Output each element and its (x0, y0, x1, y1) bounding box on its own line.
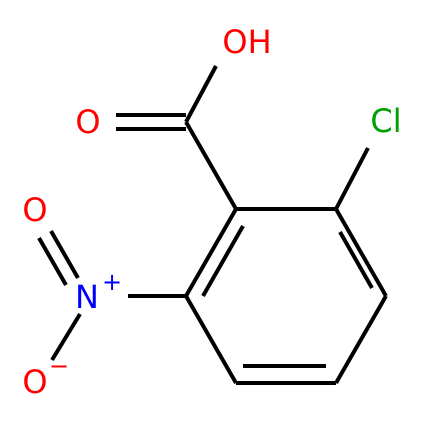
bond-ring-inner-c2-c3 (338, 231, 374, 289)
bond-ring-to-carboxyl (184, 121, 238, 210)
chlorine-label: Cl (370, 102, 401, 140)
bond-ring-to-chlorine (334, 147, 370, 210)
nitro-oxygen-double-label: O (22, 191, 47, 229)
bond-carboxyl-to-hydroxyl (184, 65, 218, 123)
bond-ring-c2-c3 (334, 208, 388, 297)
carbonyl-oxygen-label: O (75, 103, 100, 141)
bond-ring-inner-c6-c1 (201, 225, 245, 297)
bonds (37, 65, 388, 385)
nitro-oxygen-single-label: O (22, 363, 47, 401)
hydroxyl-label: OH (222, 23, 271, 61)
bond-nitro-to-oxygen-upper-b (37, 237, 68, 286)
bond-ring-c5-c6 (184, 295, 238, 384)
bond-ring-c3-c4 (334, 295, 388, 384)
bond-nitro-to-oxygen-upper-a (49, 230, 80, 279)
nitro-nitrogen-label: N (75, 278, 99, 316)
atom-labels: OH O Cl O N + O − (22, 23, 401, 401)
bond-ring-c6-c1 (184, 208, 238, 297)
nitro-oxygen-charge-label: − (49, 352, 69, 380)
nitro-nitrogen-charge-label: + (102, 268, 122, 296)
bond-nitro-to-oxygen-lower (50, 312, 82, 362)
